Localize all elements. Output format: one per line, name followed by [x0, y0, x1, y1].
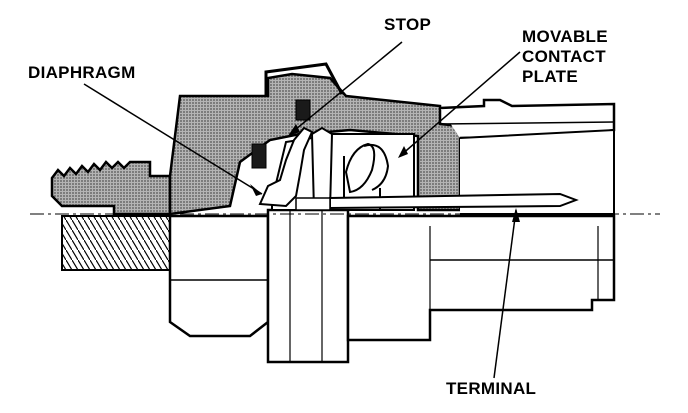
contact-plate-leader: [399, 51, 521, 157]
seal-stop: [295, 99, 311, 121]
collar: [266, 208, 350, 364]
diaphragm-part: [258, 126, 314, 208]
thread-lower: [61, 215, 171, 271]
label-movable: MOVABLE: [522, 27, 608, 46]
crimp-cap: [264, 62, 344, 96]
label-stop: STOP: [384, 15, 431, 34]
label-diaphragm: DIAPHRAGM: [28, 63, 136, 82]
label-plate: PLATE: [522, 67, 578, 86]
hex-body: [168, 214, 270, 338]
seal-left: [251, 143, 267, 169]
connector-housing: [346, 214, 616, 342]
contact-spring: [344, 142, 376, 194]
thread-upper: [50, 160, 172, 216]
terminal-leader: [493, 209, 517, 379]
label-contact: CONTACT: [522, 47, 606, 66]
stop-leader: [289, 41, 403, 135]
diaphragm-leader: [83, 83, 263, 195]
label-terminal: TERMINAL: [446, 379, 536, 398]
